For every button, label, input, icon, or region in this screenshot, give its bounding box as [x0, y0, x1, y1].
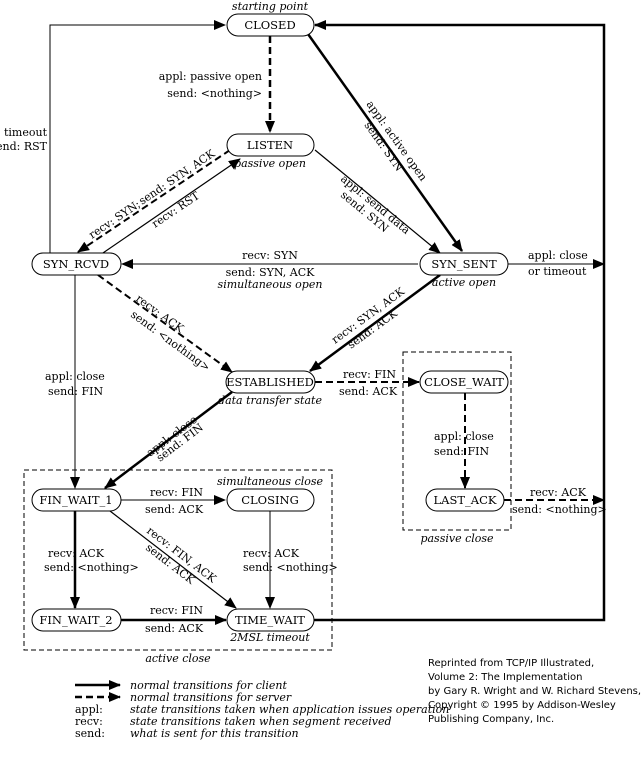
state-listen: LISTEN [226, 133, 315, 157]
note-passive-close: passive close [420, 532, 494, 545]
label-or-timeout: or timeout [528, 265, 587, 278]
label-appl-close-4: appl: close [434, 430, 494, 443]
label-send-syn-ack-2: send: SYN, ACK [226, 266, 316, 279]
state-time-wait-label: TIME_WAIT [235, 613, 305, 627]
state-syn-rcvd-label: SYN_RCVD [43, 257, 109, 271]
state-fin-wait-2-label: FIN_WAIT_2 [39, 613, 112, 627]
time-wait-to-closed-arrow [313, 20, 606, 622]
state-established-label: ESTABLISHED [226, 375, 314, 389]
legend-appl-key: appl: [75, 703, 103, 716]
note-passive-open: passive open [234, 157, 306, 170]
label-send-fin-3: send: FIN [434, 445, 489, 458]
credit: Reprinted from TCP/IP Illustrated, Volum… [428, 658, 641, 725]
fin-wait-1-to-time-wait-arrow [109, 510, 237, 609]
note-simultaneous-open: simultaneous open [218, 278, 323, 291]
note-msl-timeout: 2MSL timeout [229, 631, 310, 644]
syn-rcvd-to-closed-arrow [49, 20, 226, 253]
note-data-transfer-state: data transfer state [218, 394, 322, 407]
state-closing-label: CLOSING [241, 493, 299, 507]
state-close-wait-label: CLOSE_WAIT [424, 375, 504, 389]
credit-line-4: Copyright © 1995 by Addison-Wesley [428, 700, 616, 711]
state-listen-label: LISTEN [247, 138, 293, 152]
label-recv-fin-1: recv: FIN [343, 368, 396, 381]
legend-send-key: send: [75, 727, 105, 740]
state-syn-rcvd: SYN_RCVD [31, 252, 122, 276]
legend-recv-desc: state transitions taken when segment rec… [130, 715, 392, 728]
state-last-ack-label: LAST_ACK [434, 493, 497, 507]
legend-send-desc: what is sent for this transition [130, 727, 299, 740]
label-send-rst: send: RST [0, 140, 48, 153]
note-starting-point: starting point [232, 0, 309, 13]
label-appl-close-2: appl: close [45, 370, 105, 383]
label-send-nothing-1: send: <nothing> [167, 87, 262, 100]
legend-recv-key: recv: [75, 715, 103, 728]
listen-to-syn-sent-arrow [314, 149, 441, 254]
label-recv-syn-2: recv: SYN [242, 249, 298, 262]
state-closed: CLOSED [226, 13, 315, 37]
label-recv-ack-3: recv: ACK [243, 547, 300, 560]
label-send-nothing-4: send: <nothing> [243, 561, 338, 574]
state-closing: CLOSING [226, 488, 315, 512]
state-fin-wait-1-label: FIN_WAIT_1 [39, 493, 112, 507]
credit-line-5: Publishing Company, Inc. [428, 714, 554, 725]
state-syn-sent: SYN_SENT [419, 252, 509, 276]
state-fin-wait-1: FIN_WAIT_1 [31, 488, 122, 512]
credit-line-3: by Gary R. Wright and W. Richard Stevens… [428, 686, 641, 697]
label-send-nothing-3: send: <nothing> [44, 561, 139, 574]
note-simultaneous-close: simultaneous close [217, 475, 324, 488]
note-active-open: active open [432, 276, 496, 289]
syn-rcvd-to-listen-arrow [99, 158, 241, 256]
label-recv-ack-2: recv: ACK [48, 547, 105, 560]
credit-line-1: Reprinted from TCP/IP Illustrated, [428, 658, 594, 669]
closed-to-syn-sent-arrow [306, 33, 464, 252]
state-syn-sent-label: SYN_SENT [431, 257, 497, 271]
state-time-wait: TIME_WAIT [226, 608, 315, 632]
note-active-close: active close [145, 652, 211, 665]
label-send-ack-3: send: ACK [145, 503, 204, 516]
label-recv-syn-1: recv: SYN; [86, 198, 142, 242]
label-recv-fin-3: recv: FIN [150, 604, 203, 617]
established-to-fin-wait-1-arrow [104, 391, 233, 489]
label-send-nothing-5: send: <nothing> [512, 503, 607, 516]
state-fin-wait-2: FIN_WAIT_2 [31, 608, 122, 632]
legend-client-text: normal transitions for client [130, 679, 287, 692]
label-send-ack-2: send: ACK [339, 385, 398, 398]
legend-server-text: normal transitions for server [130, 691, 292, 704]
simultaneous-close-box [23, 469, 333, 651]
legend-appl-desc: state transitions taken when application… [130, 703, 449, 716]
label-appl-close-1: appl: close [528, 249, 588, 262]
listen-to-syn-rcvd-arrow [77, 149, 231, 253]
syn-rcvd-to-established-arrow [97, 274, 233, 373]
syn-sent-to-established-arrow [309, 273, 441, 373]
legend: normal transitions for client normal tra… [75, 679, 449, 740]
state-established: ESTABLISHED [225, 370, 316, 394]
passive-close-box [402, 351, 512, 531]
label-send-ack-5: send: ACK [145, 622, 204, 635]
label-send-syn-ack-1: send: SYN, ACK [136, 147, 218, 208]
state-closed-label: CLOSED [244, 18, 295, 32]
label-recv-ack-4: recv: ACK [530, 486, 587, 499]
label-appl-passive-open: appl: passive open [159, 70, 262, 83]
credit-line-2: Volume 2: The Implementation [428, 672, 582, 683]
label-send-fin-1: send: FIN [48, 385, 103, 398]
label-recv-fin-2: recv: FIN [150, 486, 203, 499]
state-last-ack: LAST_ACK [425, 488, 505, 512]
state-close-wait: CLOSE_WAIT [419, 370, 509, 394]
label-timeout: timeout [4, 126, 48, 139]
